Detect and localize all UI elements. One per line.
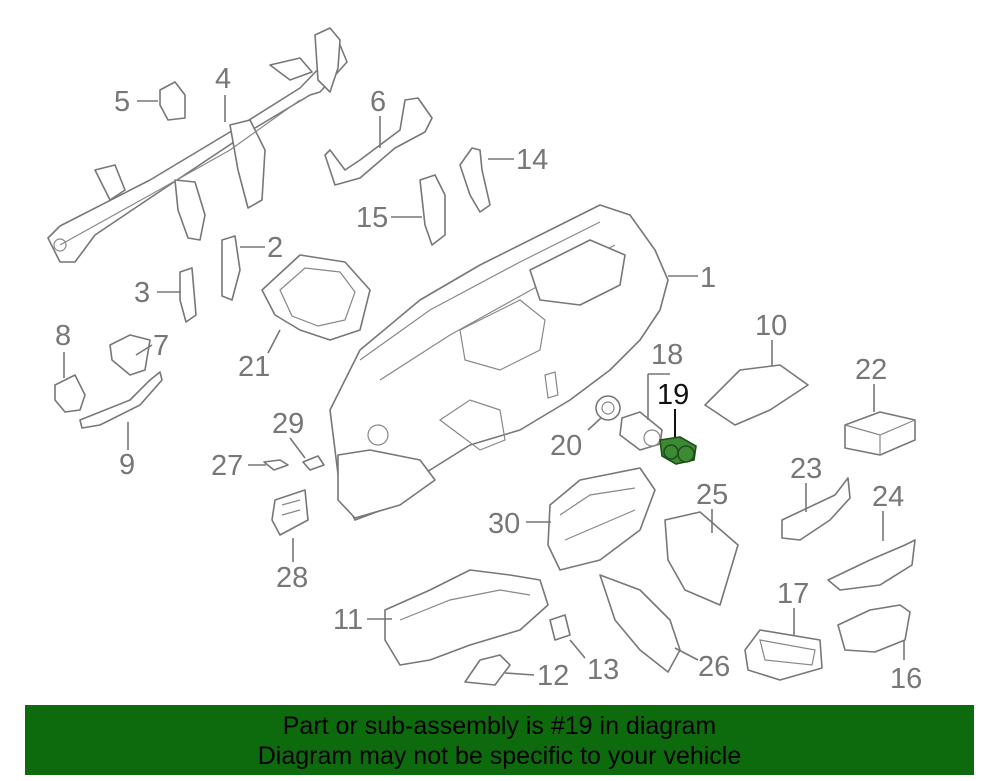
callout-22: 22 xyxy=(855,354,887,386)
part-16-bracket xyxy=(837,604,911,653)
part-29-clip xyxy=(302,455,325,471)
part-7-trim xyxy=(109,334,151,376)
part-27-clip xyxy=(263,459,289,471)
callout-27: 27 xyxy=(211,450,243,482)
callout-9: 9 xyxy=(119,449,135,481)
callout-25: 25 xyxy=(696,479,728,511)
part-30-bezel xyxy=(547,467,656,571)
part-19-highlighted xyxy=(659,436,697,465)
callout-10: 10 xyxy=(755,310,787,342)
callout-7: 7 xyxy=(153,330,169,362)
part-24-panel xyxy=(827,539,916,591)
part-18-socket xyxy=(619,411,663,451)
part-10-duct xyxy=(704,364,809,426)
callout-18: 18 xyxy=(651,339,683,371)
callout-6: 6 xyxy=(370,86,386,118)
callout-12: 12 xyxy=(537,660,569,692)
part-20-knob xyxy=(595,395,621,421)
callout-14: 14 xyxy=(516,144,548,176)
part-8-trim xyxy=(54,374,86,413)
callout-24: 24 xyxy=(872,481,904,513)
part-23-panel xyxy=(781,477,851,541)
callout-30: 30 xyxy=(488,508,520,540)
part-17-tray xyxy=(744,629,823,681)
callout-26: 26 xyxy=(698,651,730,683)
banner-line-2: Diagram may not be specific to your vehi… xyxy=(257,742,742,770)
part-15-bracket xyxy=(419,174,446,246)
parts-diagram: 1 2 3 4 5 6 7 8 9 10 11 12 13 14 15 16 1… xyxy=(47,27,922,695)
callout-5: 5 xyxy=(114,86,130,118)
part-1-instrument-panel xyxy=(329,204,669,521)
leader-lines xyxy=(63,95,905,676)
part-22-box xyxy=(844,411,916,456)
part-2-bracket xyxy=(221,235,241,301)
part-9-trim xyxy=(79,371,163,429)
part-4-support-beam xyxy=(47,27,348,263)
part-26-glovebox xyxy=(599,574,681,673)
part-6-brace xyxy=(324,97,433,186)
callout-8: 8 xyxy=(55,320,71,352)
callout-20: 20 xyxy=(550,430,582,462)
part-12-cover xyxy=(464,654,511,686)
callout-28: 28 xyxy=(276,562,308,594)
part-5-bracket xyxy=(159,81,186,121)
part-14-bracket xyxy=(459,147,491,213)
callout-17: 17 xyxy=(777,578,809,610)
callout-29: 29 xyxy=(272,408,304,440)
callout-16: 16 xyxy=(890,663,922,695)
info-banner: Part or sub-assembly is #19 in diagram D… xyxy=(25,705,974,775)
callout-19-highlighted: 19 xyxy=(657,379,689,411)
part-3-bracket xyxy=(179,267,197,323)
part-25-door xyxy=(664,511,739,606)
banner-line-1: Part or sub-assembly is #19 in diagram xyxy=(282,712,717,740)
callout-23: 23 xyxy=(790,453,822,485)
callout-4: 4 xyxy=(215,63,231,95)
callout-3: 3 xyxy=(134,277,150,309)
part-13-clip xyxy=(549,614,571,641)
callout-21: 21 xyxy=(238,351,270,383)
callout-1: 1 xyxy=(700,262,716,294)
callout-11: 11 xyxy=(333,604,363,636)
callout-2: 2 xyxy=(267,232,283,264)
part-11-lower-panel xyxy=(384,569,549,666)
callout-13: 13 xyxy=(587,654,619,686)
callout-15: 15 xyxy=(356,202,388,234)
part-21-panel xyxy=(261,254,371,341)
part-28-switch xyxy=(271,489,309,536)
